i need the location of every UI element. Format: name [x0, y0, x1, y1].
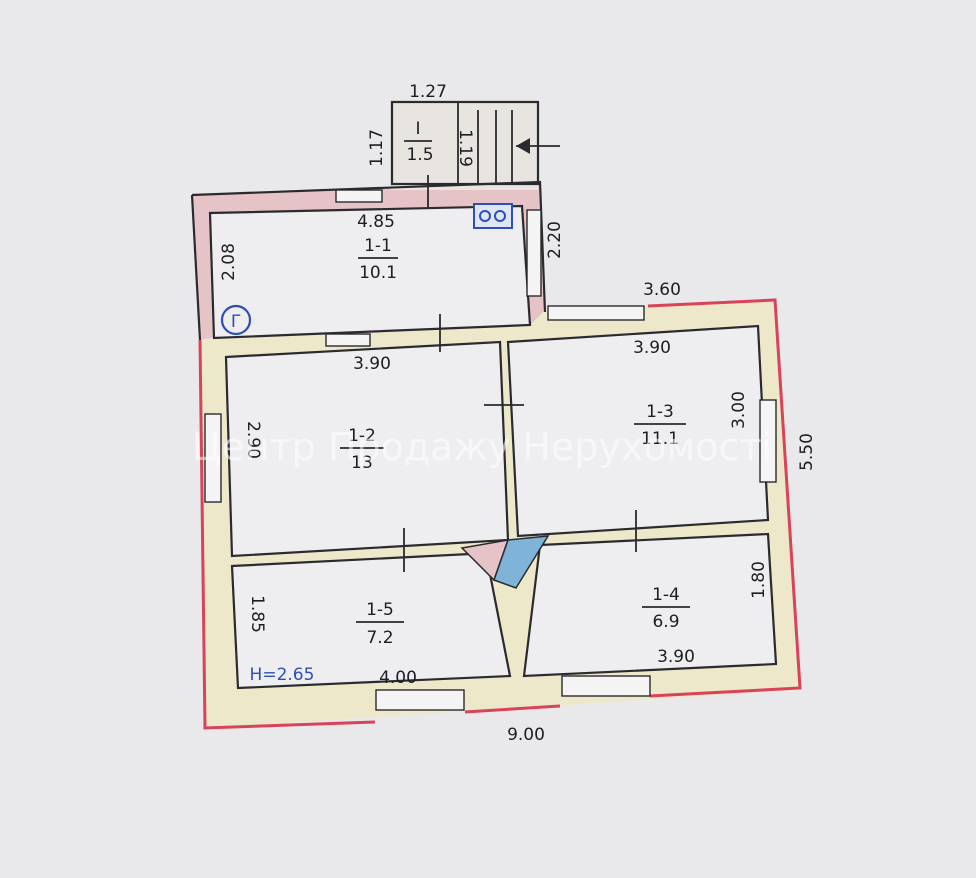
room-1-3 [506, 324, 770, 538]
dim-r1-width: 4.85 [357, 212, 395, 232]
outer-red-left [198, 339, 376, 730]
room-1-3-id: 1-3 [646, 402, 674, 422]
dim-bottom-outer: 9.00 [507, 725, 545, 745]
watermark: Центр Продажу Нерухомості [192, 425, 772, 469]
top-wing-left-wall [190, 194, 202, 341]
room-1-3-area: 11.1 [641, 429, 679, 449]
ceiling-height: H=2.65 [250, 665, 315, 685]
dim-r3-height: 3.00 [729, 391, 749, 429]
porch-id: I [415, 119, 420, 139]
dim-r2-width: 3.90 [353, 354, 391, 374]
stove-icon [473, 203, 513, 229]
top-wing-outline [191, 180, 547, 313]
room-1-4-id: 1-4 [652, 585, 680, 605]
room-1-5-area: 7.2 [366, 628, 393, 648]
room-labels: 1-1 10.1 1-2 13 1-3 11.1 1-4 6.9 1-5 7.2… [340, 119, 690, 648]
boiler-letter: Г [231, 312, 241, 332]
corridor-blue [493, 535, 550, 589]
room-1-2-area: 13 [351, 453, 373, 473]
dim-r3-top-outer: 3.60 [643, 280, 681, 300]
room-1-1-area: 10.1 [359, 263, 397, 283]
dim-r2-height: 2.90 [243, 421, 263, 459]
outer-red-bottom-mid [464, 704, 561, 714]
dim-r4-width: 3.90 [657, 647, 695, 667]
room-1-4 [522, 532, 778, 678]
porch-area: 1.5 [406, 145, 433, 165]
dimension-labels: 1.27 1.17 1.19 4.85 2.08 2.20 3.90 2.90 … [219, 82, 817, 745]
windows [204, 189, 777, 711]
dim-porch-left: 1.17 [367, 129, 387, 167]
outer-red-right [647, 298, 802, 698]
room-1-1-id: 1-1 [364, 236, 392, 256]
room-1-2-id: 1-2 [348, 426, 376, 446]
room-1-5 [230, 552, 512, 690]
dim-right-outer: 5.50 [797, 433, 817, 471]
dim-r1-height: 2.08 [219, 243, 239, 281]
dim-r1-right: 2.20 [545, 221, 565, 259]
room-1-1 [208, 204, 532, 340]
room-1-4-area: 6.9 [652, 612, 679, 632]
gas-boiler-icon: Г [220, 304, 252, 336]
dim-porch-width: 1.27 [409, 82, 447, 102]
dim-porch-right: 1.19 [455, 129, 475, 167]
room-1-5-id: 1-5 [366, 600, 394, 620]
dim-r5-height: 1.85 [247, 595, 267, 633]
dim-r4-height: 1.80 [749, 561, 769, 599]
dim-r3-width: 3.90 [633, 338, 671, 358]
door-ticks [403, 314, 637, 572]
dim-r5-width: 4.00 [379, 668, 417, 688]
